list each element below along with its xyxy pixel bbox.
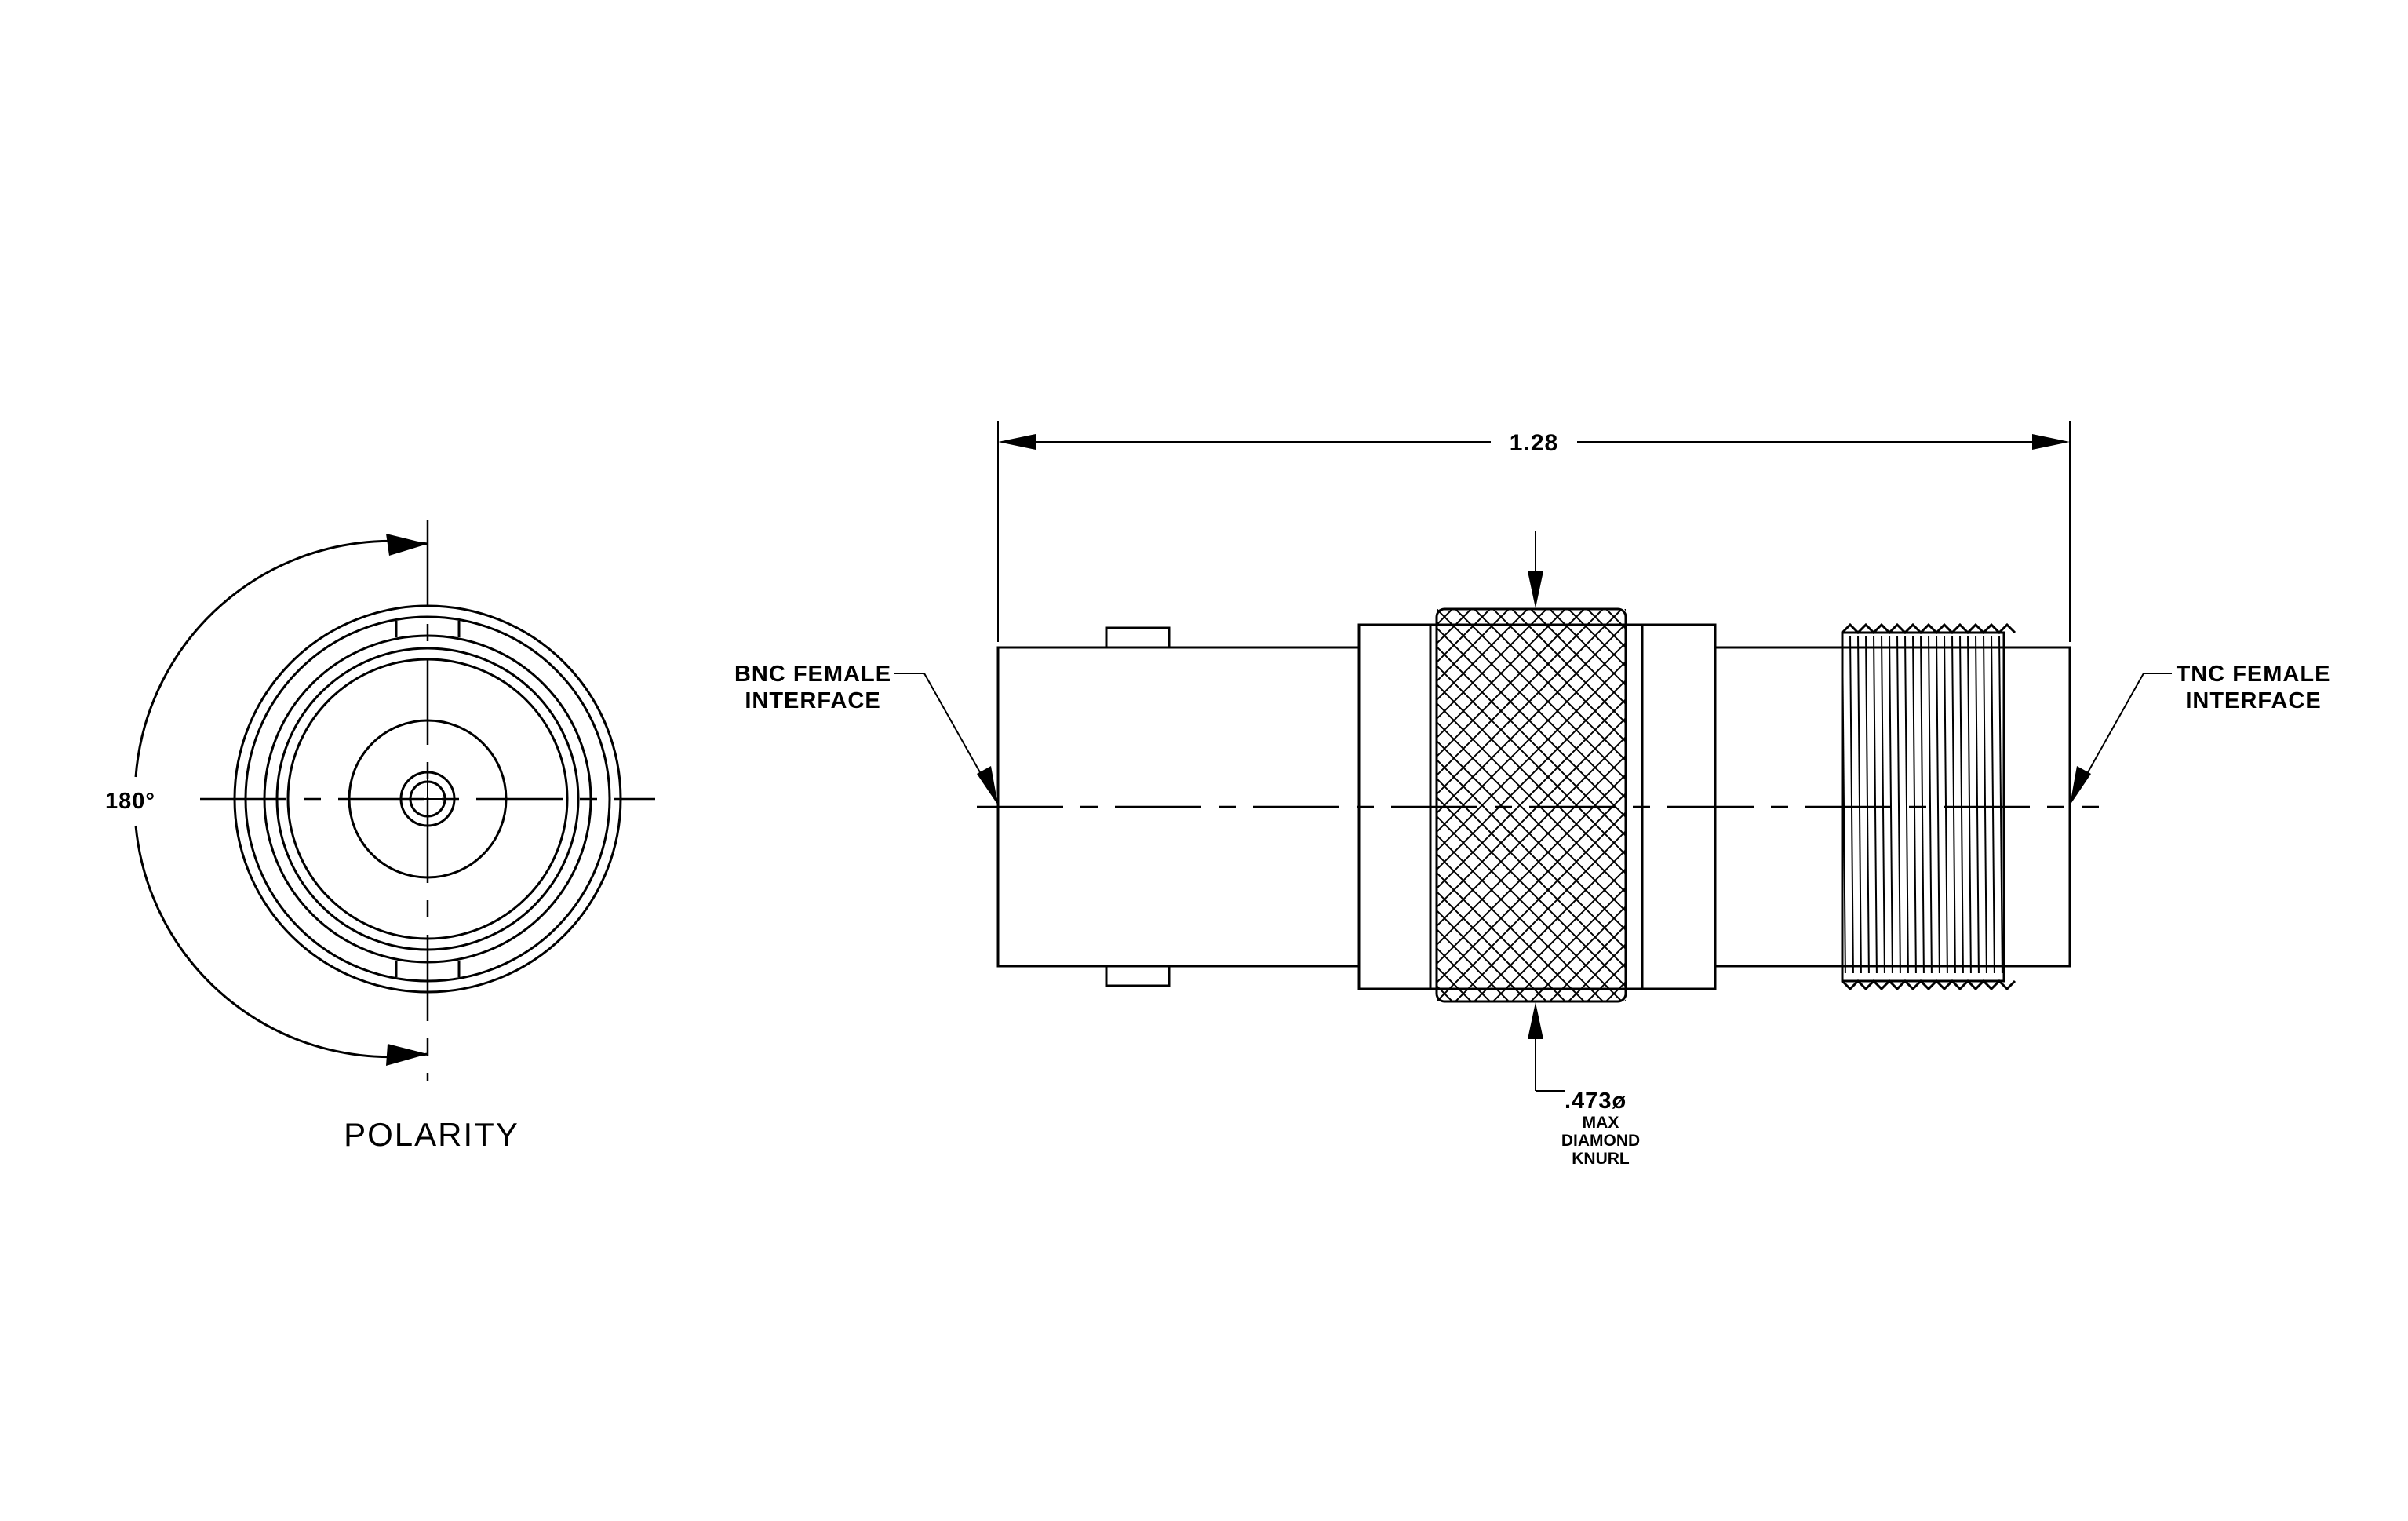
knurl-pattern [1437, 609, 1626, 1001]
angle-arc-upper [134, 539, 428, 778]
polarity-title: POLARITY [344, 1116, 519, 1153]
knurl-arrow-bottom [1528, 1002, 1543, 1039]
knurl-arrow-top [1528, 571, 1543, 608]
bnc-leader-arrow [977, 766, 998, 805]
thread-crest-bottom [1841, 979, 2016, 991]
tnc-leader [2080, 673, 2172, 786]
angle-label: 180° [105, 789, 155, 814]
thread-crest-top [1841, 622, 2016, 635]
knurl-max-label: MAX [1583, 1114, 1619, 1132]
bnc-pin-bottom [1105, 965, 1171, 987]
tnc-label-line2: INTERFACE [2185, 688, 2321, 713]
side-view: 1.28 .473ø MAX DIAMOND KNURL BNC FEMALE … [734, 421, 2331, 1168]
lug-bottom [395, 961, 461, 977]
angle-arrow-top [386, 534, 428, 556]
knurl-diameter-label: .473ø [1565, 1089, 1627, 1114]
dim-arrow-right [2032, 434, 2070, 450]
knurl-diamond-label: DIAMOND [1561, 1132, 1640, 1150]
end-view: 180° POLARITY [105, 520, 655, 1153]
bnc-leader [894, 673, 988, 786]
knurl-knurl-label: KNURL [1572, 1150, 1630, 1168]
knurl-band [1435, 607, 1627, 1003]
length-dimension: 1.28 [1510, 430, 1558, 456]
lug-top [395, 621, 461, 637]
tnc-leader-arrow [2070, 766, 2091, 805]
tnc-label-line1: TNC FEMALE [2177, 662, 2331, 687]
angle-arc-lower [134, 825, 428, 1059]
angle-arrow-bottom [386, 1044, 428, 1066]
bnc-pin-top [1105, 626, 1171, 649]
dim-arrow-left [998, 434, 1036, 450]
bnc-label-line1: BNC FEMALE [734, 662, 891, 687]
bnc-label-line2: INTERFACE [745, 688, 880, 713]
